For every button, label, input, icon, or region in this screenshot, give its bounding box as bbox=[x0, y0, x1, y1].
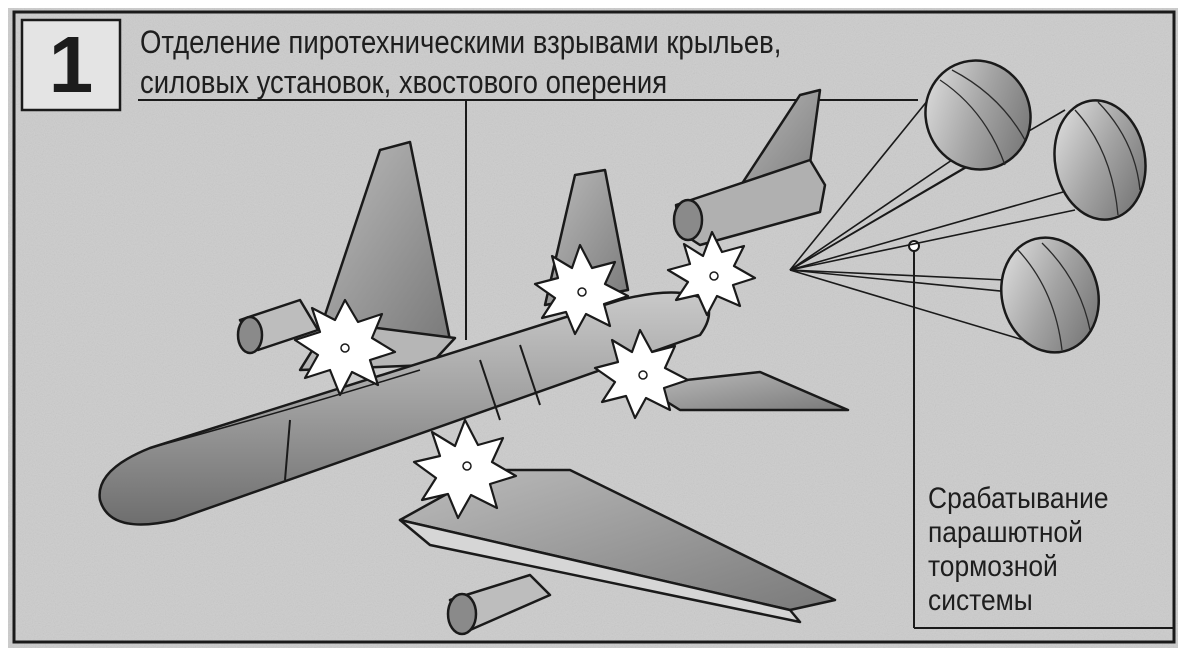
parachute-label-line-2: парашютной bbox=[928, 516, 1083, 549]
parachute-label-line-4: системы bbox=[928, 584, 1033, 617]
caption-line-1: Отделение пиротехническими взрывами крыл… bbox=[140, 24, 782, 60]
parachute-icon bbox=[924, 59, 1032, 171]
parachute-icon bbox=[1053, 99, 1147, 221]
separation-caption: Отделение пиротехническими взрывами крыл… bbox=[140, 22, 845, 102]
parachute-system-label: Срабатывание парашютной тормозной систем… bbox=[928, 482, 1139, 618]
parachute-label-line-1: Срабатывание bbox=[928, 482, 1109, 515]
panel-number: 1 bbox=[48, 20, 94, 109]
parachute-icon bbox=[1000, 236, 1100, 354]
aircraft-icon bbox=[98, 88, 850, 636]
panel-frame bbox=[12, 10, 1176, 644]
panel-number-box bbox=[20, 18, 122, 112]
caption-line-2: силовых установок, хвостового оперения bbox=[140, 64, 668, 100]
parachute-label-line-3: тормозной bbox=[928, 550, 1058, 583]
